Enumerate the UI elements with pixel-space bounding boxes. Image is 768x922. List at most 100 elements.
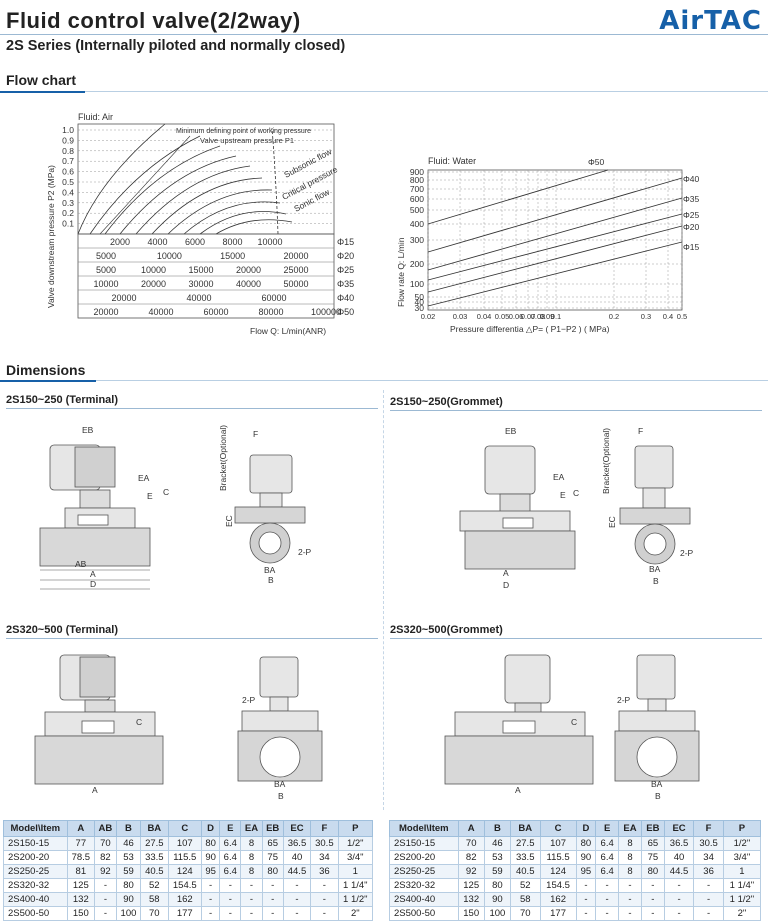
- table-header-cell: EB: [261, 820, 284, 837]
- water-series-line: [427, 197, 683, 271]
- table-cell: 40.5: [509, 864, 541, 879]
- table-cell: 154.5: [167, 878, 203, 893]
- drawing-small-grommet: EB EA E C A D Bracket(Optional) F EC 2-P…: [459, 426, 694, 590]
- table-cell: 52: [509, 878, 541, 893]
- table-cell: -: [693, 878, 724, 893]
- table-header-cell: EA: [618, 820, 642, 837]
- drawing-title-3: 2S320~500 (Terminal): [6, 624, 118, 636]
- air-ytick: 0.8: [62, 146, 74, 156]
- air-note-upstream: Valve upstream pressure P1: [200, 136, 294, 145]
- air-scale-tick: 8000: [222, 237, 242, 247]
- table-cell: 162: [539, 892, 577, 907]
- table-cell: 2S500-50: [389, 906, 459, 921]
- table-cell: 53: [483, 850, 511, 865]
- air-ytick: 0.2: [62, 208, 74, 218]
- air-ytick: 0.6: [62, 167, 74, 177]
- water-xtick: 0.4: [663, 312, 673, 321]
- table-cell: 46: [115, 836, 142, 851]
- table-cell: 90: [575, 850, 597, 865]
- table-cell: 125: [66, 878, 96, 893]
- water-series-label: Φ20: [683, 222, 700, 232]
- table-cell: 90: [483, 892, 511, 907]
- table-cell: -: [618, 878, 642, 893]
- table-cell: 53: [115, 850, 142, 865]
- svg-text:BA: BA: [274, 779, 286, 789]
- table-cell: 1/2": [722, 836, 762, 851]
- table-cell: -: [94, 906, 117, 921]
- table-cell: 92: [457, 864, 485, 879]
- table-cell: 75: [261, 850, 284, 865]
- drawing-title-2: 2S150~250(Grommet): [390, 396, 503, 408]
- air-scale-label: Φ20: [337, 251, 354, 261]
- table-cell: -: [310, 878, 339, 893]
- water-series-line: [427, 213, 683, 281]
- table-cell: -: [282, 892, 312, 907]
- table-cell: 80: [261, 864, 284, 879]
- water-series-label: Φ35: [683, 194, 700, 204]
- table-cell: 33.5: [140, 850, 169, 865]
- table-cell: -: [240, 906, 263, 921]
- table-cell: 1: [337, 864, 374, 879]
- table-cell: 6.4: [219, 836, 242, 851]
- table-cell: 2S200-20: [389, 850, 459, 865]
- air-ytick: 0.4: [62, 187, 74, 197]
- table-cell: 8: [240, 850, 263, 865]
- table-cell: 124: [167, 864, 203, 879]
- air-scale-tick: 80000: [258, 307, 283, 317]
- drawing-bar-3: [6, 638, 378, 639]
- table-header-cell: E: [219, 820, 242, 837]
- table-cell: 40: [663, 850, 695, 865]
- svg-text:B: B: [268, 575, 274, 585]
- drawing-bar-4: [390, 638, 762, 639]
- svg-text:2-P: 2-P: [242, 695, 256, 705]
- water-xtick: 0.3: [641, 312, 651, 321]
- table-header-cell: EA: [240, 820, 263, 837]
- water-xtick: 0.06: [509, 312, 524, 321]
- table-cell: 65: [261, 836, 284, 851]
- svg-text:Bracket(Optional): Bracket(Optional): [218, 425, 228, 491]
- drawing-bar-2: [390, 410, 762, 411]
- table-cell: 95: [201, 864, 221, 879]
- table-cell: 36: [693, 864, 724, 879]
- table-header-cell: F: [693, 820, 724, 837]
- water-xtick: 0.05: [495, 312, 510, 321]
- svg-text:2-P: 2-P: [298, 547, 312, 557]
- water-ytick: 600: [410, 194, 424, 204]
- table-header-cell: P: [722, 820, 762, 837]
- water-series-line: [427, 225, 683, 293]
- table-cell: 2S320-32: [389, 878, 459, 893]
- water-xtick: 0.08: [531, 312, 546, 321]
- air-scale-tick: 20000: [283, 251, 308, 261]
- table-cell: 2": [337, 906, 374, 921]
- table-cell: 40: [282, 850, 312, 865]
- table-cell: 90: [201, 850, 221, 865]
- table-cell: 80: [483, 878, 511, 893]
- drawing-small-terminal: EB EA E C AB A D Bracket(Optional) F EC …: [39, 425, 312, 590]
- air-ylabel: Valve downstream pressure P2 (MPa): [46, 165, 56, 308]
- table-header-cell: EC: [282, 820, 312, 837]
- table-cell: -: [595, 878, 620, 893]
- table-cell: -: [595, 892, 620, 907]
- table-cell: 132: [457, 892, 485, 907]
- svg-text:A: A: [515, 785, 521, 795]
- table-header-cell: BA: [140, 820, 169, 837]
- table-cell: 8: [618, 850, 642, 865]
- table-header-cell: P: [337, 820, 374, 837]
- water-flow-chart: Fluid: Water Flow rate Q: L/min 90080070…: [396, 156, 700, 334]
- water-ytick: 40: [415, 297, 425, 307]
- water-series-line: [427, 169, 609, 225]
- water-ylabel: Flow rate Q: L/min: [396, 237, 406, 307]
- table-cell: 2S150-15: [389, 836, 459, 851]
- water-ytick: 900: [410, 167, 424, 177]
- air-scale-label: Φ50: [337, 307, 354, 317]
- table-cell: 2S320-32: [3, 878, 68, 893]
- table-cell: 1 1/4": [337, 878, 374, 893]
- air-ytick: 0.1: [62, 219, 74, 229]
- table-header-cell: AB: [94, 820, 117, 837]
- table-cell: 58: [140, 892, 169, 907]
- air-scale-tick: 20000: [111, 293, 136, 303]
